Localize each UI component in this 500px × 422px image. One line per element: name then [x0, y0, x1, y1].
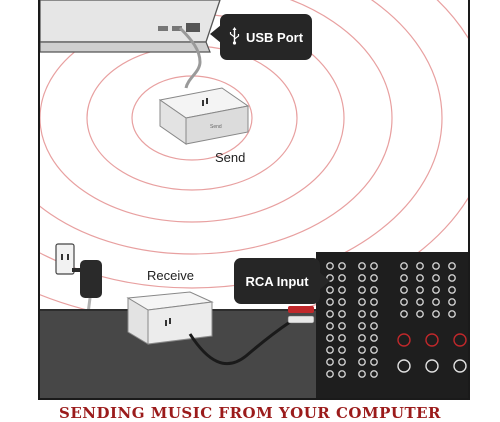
rca-cable — [188, 320, 291, 366]
receiver-jack — [326, 310, 334, 318]
receiver-jack — [370, 322, 378, 330]
receiver-jack — [358, 274, 366, 282]
receiver-jack — [326, 322, 334, 330]
receiver-jack — [358, 358, 366, 366]
receiver-jack — [338, 274, 346, 282]
receiver-jack — [400, 274, 408, 282]
receiver-jack — [370, 286, 378, 294]
usb-icon — [229, 26, 240, 48]
callout-arrow — [210, 25, 221, 43]
usb-port-label: USB Port — [245, 29, 304, 45]
rca-plugs — [287, 306, 315, 324]
receiver-jack — [338, 370, 346, 378]
receiver-jack — [338, 322, 346, 330]
receiver-jack — [358, 286, 366, 294]
receiver-jack — [453, 359, 467, 373]
receiver-jack — [370, 310, 378, 318]
device-logo-icon — [202, 98, 208, 106]
receiver-jack — [326, 334, 334, 342]
jack-grid — [326, 262, 467, 378]
receiver-jack — [370, 358, 378, 366]
receiver-jack — [448, 262, 456, 270]
usb-port-callout: USB Port — [210, 14, 312, 60]
receiver-jack — [400, 298, 408, 306]
rca-input-callout: RCA Input — [234, 258, 330, 304]
receive-label: Receive — [147, 268, 194, 283]
receiver-jack — [416, 298, 424, 306]
receiver-jack — [425, 333, 439, 347]
receiver-jack — [453, 333, 467, 347]
receiver-jack — [432, 310, 440, 318]
device-mark: Send — [210, 124, 222, 130]
receiver-jack — [358, 346, 366, 354]
receiver-jack — [432, 262, 440, 270]
receiver-jack — [448, 274, 456, 282]
receiver-jack — [370, 298, 378, 306]
receiver-jack — [358, 334, 366, 342]
power-plug-icon — [72, 260, 102, 298]
receiver-jack — [400, 286, 408, 294]
receiver-jack — [370, 274, 378, 282]
receiver-jack — [397, 359, 411, 373]
wave-ring — [40, 0, 393, 255]
send-device: Send — [158, 87, 250, 145]
receiver-jack — [338, 334, 346, 342]
wave-ring — [40, 0, 443, 289]
receiver-jack — [432, 298, 440, 306]
receiver-jack — [338, 358, 346, 366]
rca-input-label: RCA Input — [245, 273, 309, 289]
wall-outlet — [55, 243, 75, 275]
receiver-jack — [370, 370, 378, 378]
receiver-jack — [358, 370, 366, 378]
receiver-jack — [448, 310, 456, 318]
receiver-jack — [432, 286, 440, 294]
device-logo-icon — [165, 318, 171, 326]
usb-cable — [178, 26, 202, 89]
receiver-jack — [416, 262, 424, 270]
laptop — [40, 0, 221, 53]
receiver-jack — [370, 262, 378, 270]
av-receiver — [316, 252, 468, 398]
receiver-jack — [326, 370, 334, 378]
illustration-scene: Send — [40, 0, 468, 398]
receive-device — [126, 291, 214, 345]
receiver-jack — [338, 262, 346, 270]
callout-arrow — [319, 272, 330, 290]
receiver-jack — [326, 346, 334, 354]
receiver-jack — [358, 298, 366, 306]
receiver-jack — [326, 262, 334, 270]
receiver-jack — [448, 286, 456, 294]
receiver-jack — [338, 298, 346, 306]
receiver-jack — [400, 310, 408, 318]
receiver-jack — [358, 262, 366, 270]
receiver-jack — [358, 310, 366, 318]
receiver-jack — [338, 346, 346, 354]
receiver-jack — [432, 274, 440, 282]
receiver-jack — [370, 334, 378, 342]
receiver-jack — [400, 262, 408, 270]
receiver-jack — [416, 310, 424, 318]
receiver-jack — [338, 286, 346, 294]
receiver-jack — [425, 359, 439, 373]
send-label: Send — [215, 150, 246, 165]
receiver-jack — [358, 322, 366, 330]
receiver-jack — [397, 333, 411, 347]
receiver-jack — [370, 346, 378, 354]
diagram-frame: Send — [38, 0, 470, 400]
receiver-jack — [326, 298, 334, 306]
receiver-jack — [448, 298, 456, 306]
diagram-title: SENDING MUSIC FROM YOUR COMPUTER — [58, 404, 442, 422]
receiver-jack — [338, 310, 346, 318]
receiver-jack — [326, 358, 334, 366]
receiver-jack — [416, 274, 424, 282]
receiver-jack — [416, 286, 424, 294]
